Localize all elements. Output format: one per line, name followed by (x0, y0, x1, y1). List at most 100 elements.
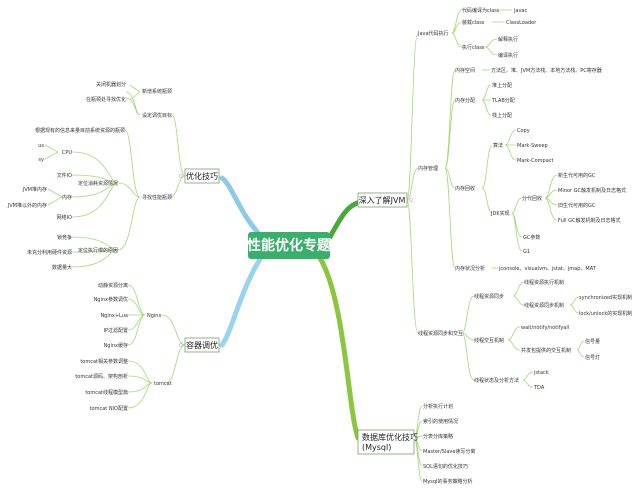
node-nginx-item-0[interactable]: 动静资源分离 (98, 282, 128, 289)
collapse-icon[interactable] (179, 343, 183, 347)
branch-label-db: 数据库优化技巧(Mysql) (362, 432, 418, 452)
node-tomcat-item-3[interactable]: tomcat NIO配置 (90, 406, 128, 412)
node-concurrent[interactable]: 并发包提供的交互机制 (521, 347, 571, 354)
node-thread-interact[interactable]: 线程交互机制 (474, 337, 504, 344)
node-exec-item-1[interactable]: 未充分利用硬件资源 (27, 249, 72, 256)
branch-label-jvm: 深入了解JVM (359, 195, 406, 205)
node-interpret[interactable]: 解释执行 (498, 36, 518, 43)
node-tomcat-item-0[interactable]: tomcat相关参数调整 (80, 358, 128, 365)
node-exec-slow[interactable]: 定位执行慢的原因 (78, 247, 118, 254)
node-memory-mgmt[interactable]: 内存管理 (418, 165, 438, 172)
node-jit[interactable]: 编译执行 (498, 52, 518, 59)
node-signal[interactable]: 信号灯 (585, 354, 600, 361)
node-nginx-item-1[interactable]: Nginx参数调优 (94, 296, 128, 303)
node-mem-tools-item[interactable]: jconsole、visualvm、jstat、jmap、MAT (498, 266, 597, 272)
node-nginx-item-3[interactable]: IP过滤配置 (104, 327, 129, 334)
node-fileio[interactable]: 文件IO (57, 172, 72, 179)
node-classloader[interactable]: ClassLoader (506, 20, 537, 26)
node-gen-item-2[interactable]: 旧生代可用的GC (558, 202, 596, 209)
node-tda[interactable]: TDA (533, 385, 545, 391)
collapse-icon[interactable] (409, 198, 413, 202)
node-tomcat-item-2[interactable]: tomcat线程模型篇 (85, 389, 128, 396)
node-lock-sync[interactable]: synchronized实现机制 (579, 294, 632, 301)
node-mem-alloc[interactable]: 内存分配 (455, 97, 475, 104)
node-generational[interactable]: 分代回收 (522, 195, 542, 202)
node-sync-exec[interactable]: 线程资源执行机制 (524, 279, 564, 286)
node-g1[interactable]: G1 (523, 249, 530, 255)
node-gc-params[interactable]: GC参数 (523, 234, 540, 241)
center-title: 性能优化专题 (247, 237, 332, 254)
left-connectors (44, 84, 186, 409)
node-nginx-item-2[interactable]: Nginx+Lua (100, 313, 128, 319)
node-exec-item-0[interactable]: 锁竞争 (57, 234, 72, 241)
node-db-item-5[interactable]: Mysql的事务策略分析 (423, 478, 472, 485)
branch-node-container[interactable]: 容器调优 (184, 337, 220, 353)
node-exec-item-2[interactable]: 数据量大 (52, 264, 72, 271)
node-alloc-item-0[interactable]: 堆上分配 (492, 82, 512, 89)
branch-node-db[interactable]: 数据库优化技巧(Mysql) (357, 429, 418, 455)
node-alloc-item-1[interactable]: TLAB分配 (491, 97, 515, 104)
center-node[interactable]: 性能优化专题 (247, 232, 332, 259)
node-gen-item-3[interactable]: Full GC触发机制及日志格式 (558, 217, 621, 224)
node-thread-analysis[interactable]: 线程状态及分析方法 (474, 377, 519, 384)
node-tomcat-item-1[interactable]: tomcat源码、架构剖析 (75, 373, 128, 380)
node-jstack[interactable]: jstack (533, 370, 549, 376)
node-offheap[interactable]: JVM堆以外的内存 (7, 202, 47, 209)
node-goal[interactable]: 设定调优目标 (142, 112, 172, 119)
node-heap[interactable]: JVM堆内存 (22, 186, 47, 193)
node-goal-item-1[interactable]: 在瓶颈处寻找优化 (86, 96, 126, 103)
node-netio[interactable]: 网络IO (57, 214, 72, 221)
collapse-markers (179, 174, 416, 440)
node-compile[interactable]: 代码编译为class (462, 7, 500, 14)
node-resource[interactable]: 定位消耗资源情况 (78, 180, 118, 187)
branch-node-jvm[interactable]: 深入了解JVM (357, 192, 408, 208)
node-db-item-3[interactable]: Master/Slave读写分离 (423, 448, 475, 455)
node-mem-gc[interactable]: 内存回收 (455, 185, 475, 192)
node-algo-mc[interactable]: Mark-Compact (517, 158, 554, 164)
node-mem-space-item[interactable]: 方法区、堆、JVM方法栈、本地方法栈、PC寄存器 (491, 67, 602, 74)
node-run[interactable]: 执行class (462, 44, 485, 51)
node-locate-item-0[interactable]: 根据现有的信息来量目前系统资源的瓶颈 (35, 127, 125, 134)
node-mem-space[interactable]: 内存空间 (455, 67, 475, 74)
node-cpu[interactable]: CPU (62, 150, 73, 156)
node-gen-item-0[interactable]: 新生代可用的GC (558, 172, 596, 179)
node-mem-tools[interactable]: 内存状况分析 (455, 265, 485, 272)
node-nginx-item-4[interactable]: Nginx缓存 (104, 342, 128, 349)
node-java-exec[interactable]: Java代码执行 (417, 30, 449, 37)
node-goal-sub[interactable]: 新增系统瓶颈 (142, 88, 172, 95)
node-thread[interactable]: 线程资源同步和交互 (418, 330, 463, 337)
node-db-item-2[interactable]: 分表分库策略 (423, 433, 453, 440)
node-thread-sync[interactable]: 线程资源同步 (474, 293, 504, 300)
node-lock-unlock[interactable]: lock/unlock的实现机制 (579, 310, 632, 317)
branch-line-container (219, 253, 265, 348)
node-memory[interactable]: 内存 (62, 194, 72, 201)
node-gen-item-1[interactable]: Minor GC触发机制及日志格式 (558, 187, 626, 194)
right-connectors (406, 9, 585, 482)
node-nginx[interactable]: Nginx (147, 313, 161, 319)
node-alloc-item-2[interactable]: 栈上分配 (492, 112, 512, 119)
node-db-item-0[interactable]: 分析执行计划 (423, 403, 453, 410)
node-goal-item-0[interactable]: 关闭机器划分 (96, 81, 126, 88)
collapse-icon[interactable] (412, 436, 416, 440)
node-gc-algo[interactable]: 算法 (493, 142, 503, 149)
node-cpu-sy[interactable]: sy (38, 157, 44, 163)
node-tomcat[interactable]: tomcat (154, 381, 172, 387)
node-db-item-1[interactable]: 索引的使用情况 (423, 418, 458, 425)
node-load[interactable]: 装载class (462, 19, 485, 26)
node-semaphore[interactable]: 信号量 (585, 338, 600, 345)
node-javac[interactable]: javac (513, 8, 527, 14)
node-locate[interactable]: 寻找性能瓶颈 (142, 194, 172, 201)
node-algo-ms[interactable]: Mark-Sweep (517, 143, 548, 149)
branch-node-optimize[interactable]: 优化技巧 (184, 168, 220, 184)
collapse-icon[interactable] (179, 174, 183, 178)
branch-line-optimize (219, 175, 265, 240)
node-wait-notify[interactable]: wait/notify/notifyall (521, 325, 569, 331)
branch-label-container: 容器调优 (186, 340, 218, 350)
node-algo-copy[interactable]: Copy (517, 128, 530, 134)
node-sync-lock[interactable]: 线程资源同步机制 (524, 302, 564, 309)
node-gc-jdk[interactable]: JDK实现 (490, 210, 510, 217)
node-cpu-us[interactable]: us (38, 143, 44, 149)
node-db-item-4[interactable]: SQL语句的优化技巧 (423, 463, 468, 470)
